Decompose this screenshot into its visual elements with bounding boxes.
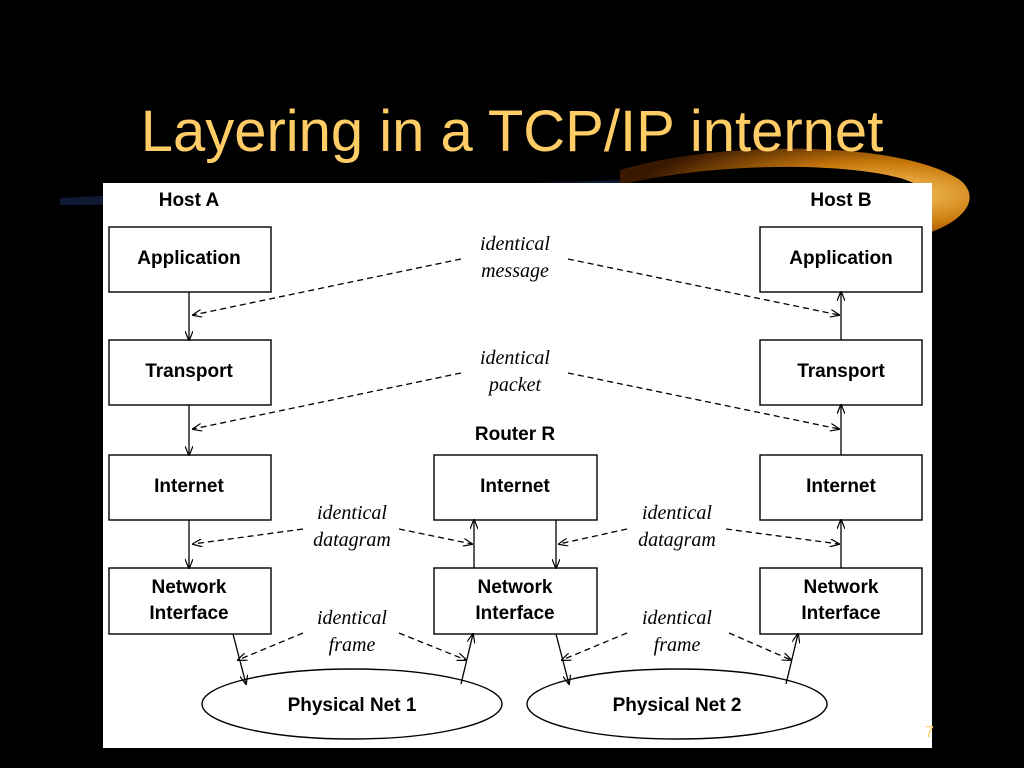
tcpip-layering-diagram: Host A Host B Router R Application Trans… bbox=[108, 190, 923, 740]
datagram-left-note-line1: identical bbox=[317, 502, 387, 524]
host-a-network-label: Network bbox=[152, 577, 227, 598]
physical-net-2-ellipse bbox=[526, 668, 828, 740]
host-a-transport-label: Transport bbox=[145, 361, 233, 382]
datagram-left-note-line2: datagram bbox=[313, 529, 391, 551]
physical-net-1-ellipse bbox=[201, 668, 503, 740]
message-peer-arrow-right bbox=[567, 258, 839, 315]
host-a-netif-to-net1-arrow bbox=[232, 633, 246, 684]
frame-left-note-line2: frame bbox=[329, 634, 376, 656]
frame-left-arrow-a bbox=[238, 632, 304, 660]
packet-peer-arrow-right bbox=[567, 372, 839, 429]
frame-right-note-line1: identical bbox=[642, 607, 712, 629]
frame-left-note-line1: identical bbox=[317, 607, 387, 629]
frame-right-arrow-a bbox=[562, 632, 628, 660]
datagram-left-arrow-a bbox=[193, 528, 304, 544]
diagram-panel: Host A Host B Router R Application Trans… bbox=[103, 183, 932, 748]
packet-note-line2: packet bbox=[487, 374, 542, 396]
host-b-interface-label: Interface bbox=[801, 603, 880, 624]
router-interface-label: Interface bbox=[475, 603, 554, 624]
host-b-network-label: Network bbox=[804, 577, 879, 598]
host-b-application-label: Application bbox=[789, 248, 892, 269]
message-note-line1: identical bbox=[480, 233, 550, 255]
router-netif-to-net2-arrow bbox=[555, 633, 569, 684]
packet-peer-arrow-left bbox=[193, 372, 462, 429]
datagram-left-arrow-b bbox=[398, 528, 472, 544]
physical-net-1-label: Physical Net 1 bbox=[288, 695, 417, 716]
frame-right-note-line2: frame bbox=[654, 634, 701, 656]
message-note-line2: message bbox=[481, 260, 549, 282]
frame-left-arrow-b bbox=[398, 632, 466, 660]
slide-title: Layering in a TCP/IP internet bbox=[140, 99, 884, 164]
host-a-internet-label: Internet bbox=[154, 476, 224, 497]
frame-right-arrow-b bbox=[728, 632, 791, 660]
datagram-right-arrow-a bbox=[559, 528, 628, 544]
router-label: Router R bbox=[475, 424, 556, 445]
slide-page-number: 7 bbox=[925, 724, 934, 741]
router-network-interface-box bbox=[433, 567, 598, 635]
router-internet-box bbox=[433, 454, 598, 521]
host-a-label: Host A bbox=[159, 190, 220, 211]
datagram-right-note-line1: identical bbox=[642, 502, 712, 524]
physical-net-2-label: Physical Net 2 bbox=[613, 695, 742, 716]
host-b-internet-label: Internet bbox=[806, 476, 876, 497]
host-b-transport-label: Transport bbox=[797, 361, 885, 382]
datagram-right-arrow-b bbox=[725, 528, 839, 544]
host-a-interface-label: Interface bbox=[149, 603, 228, 624]
host-b-label: Host B bbox=[810, 190, 871, 211]
message-peer-arrow-left bbox=[193, 258, 462, 315]
host-a-application-label: Application bbox=[137, 248, 240, 269]
router-internet-label: Internet bbox=[480, 476, 550, 497]
router-net1-to-netif-arrow bbox=[460, 634, 473, 685]
datagram-right-note-line2: datagram bbox=[638, 529, 716, 551]
router-network-label: Network bbox=[478, 577, 553, 598]
packet-note-line1: identical bbox=[480, 347, 550, 369]
host-a-application-box bbox=[108, 226, 272, 293]
